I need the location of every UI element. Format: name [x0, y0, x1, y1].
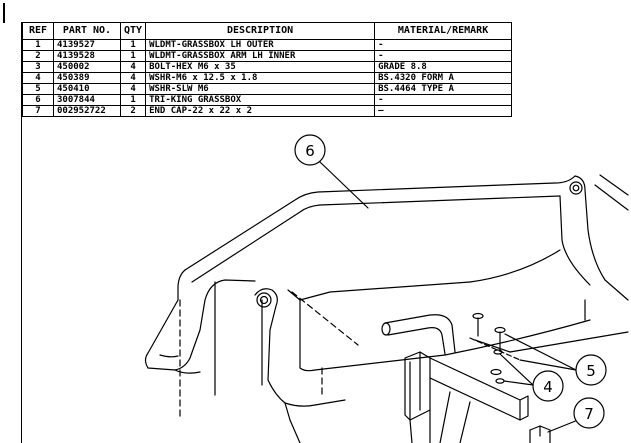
cell-qty: 2	[119, 105, 147, 117]
balloon-7-label: 7	[584, 405, 594, 423]
balloon-5-label: 5	[586, 362, 596, 380]
balloon-6: 6	[294, 134, 369, 209]
balloon-7: 7	[547, 397, 605, 433]
mounting-arm	[404, 351, 529, 443]
grassbox-body	[144, 174, 629, 443]
drawing-border	[21, 22, 22, 443]
cell-qty: 1	[119, 50, 147, 62]
end-cap	[529, 425, 551, 443]
cell-ref: 7	[22, 105, 54, 117]
table-row: 7 002952722 2 END CAP-22 x 22 x 2 —	[22, 105, 513, 117]
balloon-4-label: 4	[543, 378, 553, 396]
table-header-row: REF PART NO. QTY DESCRIPTION MATERIAL/RE…	[22, 22, 513, 40]
fasteners	[469, 312, 629, 384]
cell-description: END CAP-22 x 22 x 2	[145, 105, 376, 117]
balloon-6-label: 6	[305, 142, 315, 160]
pivot-tube	[381, 314, 456, 355]
parts-list-table: REF PART NO. QTY DESCRIPTION MATERIAL/RE…	[22, 22, 513, 117]
balloon-4: 4	[499, 353, 564, 402]
cell-material: —	[374, 105, 513, 117]
table-row: 4 450389 4 WSHR-M6 x 12.5 x 1.8 BS.4320 …	[22, 72, 513, 84]
table-row: 6 3007844 1 TRI-KING GRASSBOX -	[22, 94, 513, 106]
drawing-frame-mark	[3, 3, 5, 23]
table-row: 1 4139527 1 WLDMT-GRASSBOX LH OUTER -	[22, 39, 513, 51]
balloon-5: 5	[504, 333, 607, 386]
